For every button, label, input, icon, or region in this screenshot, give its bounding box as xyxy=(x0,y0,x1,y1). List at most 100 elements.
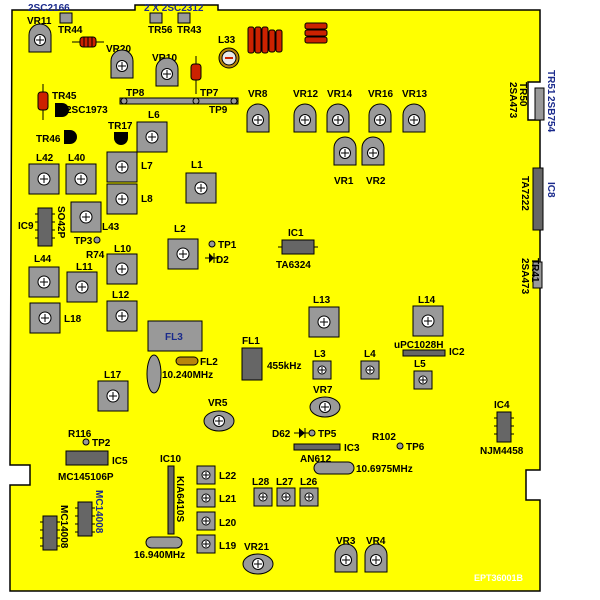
label-r74: R74 xyxy=(86,250,105,261)
label-tr43: TR43 xyxy=(177,25,202,36)
label-10-6975mhz: 10.6975MHz xyxy=(356,464,413,475)
label-l3: L3 xyxy=(314,349,326,360)
trimmer-vr3 xyxy=(334,543,358,573)
label-tr45: TR45 xyxy=(52,91,77,102)
label-tp3: TP3 xyxy=(74,236,93,247)
label-l8: L8 xyxy=(141,194,153,205)
trimmer-vr8 xyxy=(246,103,270,133)
label-455khz: 455kHz xyxy=(267,361,301,372)
transistor-2sc1973 xyxy=(55,103,69,117)
testpoint-tp3 xyxy=(93,236,101,244)
coil-l11 xyxy=(66,271,98,303)
label-ic2: IC2 xyxy=(449,347,465,358)
coil-l21 xyxy=(196,488,216,508)
transistor-tr17 xyxy=(114,132,128,145)
label-ta6324: TA6324 xyxy=(276,260,311,271)
label-2sb754: 2SB754 xyxy=(545,96,556,133)
label-l1: L1 xyxy=(191,160,203,171)
label-l13: L13 xyxy=(313,295,331,306)
transistor-2sb754 xyxy=(534,87,545,121)
label-tr17: TR17 xyxy=(108,121,133,132)
label-l11: L11 xyxy=(76,262,93,273)
ic3-an612 xyxy=(293,443,341,451)
ic-mc14008-right xyxy=(77,501,93,537)
filter-fl2 xyxy=(175,356,199,366)
board-id: EPT36001B xyxy=(474,573,524,583)
label-l17: L17 xyxy=(104,370,122,381)
label-vr13: VR13 xyxy=(402,89,427,100)
label-tp1: TP1 xyxy=(218,240,237,251)
trimmer-vr11 xyxy=(28,23,52,53)
coil-l8 xyxy=(106,183,138,215)
label-tp9: TP9 xyxy=(209,105,228,116)
label-ta7222: TA7222 xyxy=(519,176,530,211)
label-njm4458: NJM4458 xyxy=(480,446,524,457)
coil-l6 xyxy=(136,121,168,153)
coil-l42 xyxy=(28,163,60,195)
coil-l12 xyxy=(106,300,138,332)
label-ic4: IC4 xyxy=(494,400,510,411)
label-vr12: VR12 xyxy=(293,89,318,100)
coil-l27 xyxy=(276,487,296,507)
trimmer-vr5 xyxy=(203,410,235,432)
label-ic5: IC5 xyxy=(112,456,128,467)
label-so42p: SO42P xyxy=(55,206,66,239)
coil-stack-1 xyxy=(247,26,269,54)
coil-l14 xyxy=(412,305,444,337)
label-d62: D62 xyxy=(272,429,291,440)
label-tr46: TR46 xyxy=(36,134,61,145)
label-ic8: IC8 xyxy=(545,182,556,198)
label-vr14: VR14 xyxy=(327,89,352,100)
transistor-tr46 xyxy=(64,130,77,144)
trimmer-vr7 xyxy=(309,396,341,418)
coil-l18 xyxy=(29,302,61,334)
label-ic1: IC1 xyxy=(288,228,304,239)
ic1-ta6324 xyxy=(281,239,315,255)
resistor-near-tr44 xyxy=(72,36,104,48)
coil-l19 xyxy=(196,534,216,554)
label-l43: L43 xyxy=(102,222,120,233)
crystal-10240mhz xyxy=(146,354,162,394)
label-2sc1973: 2SC1973 xyxy=(66,105,108,116)
transistor-tr41 xyxy=(532,261,543,289)
label-l5: L5 xyxy=(414,359,426,370)
label-l44: L44 xyxy=(34,254,52,265)
testpoint-tp2 xyxy=(82,438,90,446)
capacitor-l33 xyxy=(218,47,240,69)
testpoint-tp7 xyxy=(192,97,200,105)
coil-l17 xyxy=(97,380,129,412)
label-vr5: VR5 xyxy=(208,398,228,409)
label-10240mhz: 10.240MHz xyxy=(162,370,213,381)
label-vr7: VR7 xyxy=(313,385,333,396)
label-fl3: FL3 xyxy=(165,332,183,343)
label-2sa473-tr41: 2SA473 xyxy=(519,258,530,295)
label-l7: L7 xyxy=(141,161,153,172)
label-tr44: TR44 xyxy=(58,25,83,36)
label-l42: L42 xyxy=(36,153,54,164)
coil-l28 xyxy=(253,487,273,507)
coil-l22 xyxy=(196,465,216,485)
label-l20: L20 xyxy=(219,518,237,529)
label-kia6410s: KIA6410S xyxy=(174,476,185,522)
coil-l1 xyxy=(185,172,217,204)
label-vr20: VR20 xyxy=(106,44,131,55)
label-l4: L4 xyxy=(364,349,376,360)
label-l40: L40 xyxy=(68,153,86,164)
coil-l3 xyxy=(312,360,332,380)
label-l26: L26 xyxy=(300,477,318,488)
ic8-ta7222 xyxy=(532,167,544,231)
ic-mc14008-left-pins xyxy=(40,521,60,547)
inductor-vertical-near-tp7 xyxy=(190,56,202,94)
coil-l5 xyxy=(413,370,433,390)
coil-l44 xyxy=(28,266,60,298)
label-l33: L33 xyxy=(218,35,236,46)
label-l28: L28 xyxy=(252,477,270,488)
label-l22: L22 xyxy=(219,471,237,482)
trimmer-vr4 xyxy=(364,543,388,573)
label-l12: L12 xyxy=(112,290,130,301)
label-vr2: VR2 xyxy=(366,176,386,187)
coil-l10 xyxy=(106,253,138,285)
trimmer-vr16 xyxy=(368,103,392,133)
label-tp5: TP5 xyxy=(318,429,337,440)
